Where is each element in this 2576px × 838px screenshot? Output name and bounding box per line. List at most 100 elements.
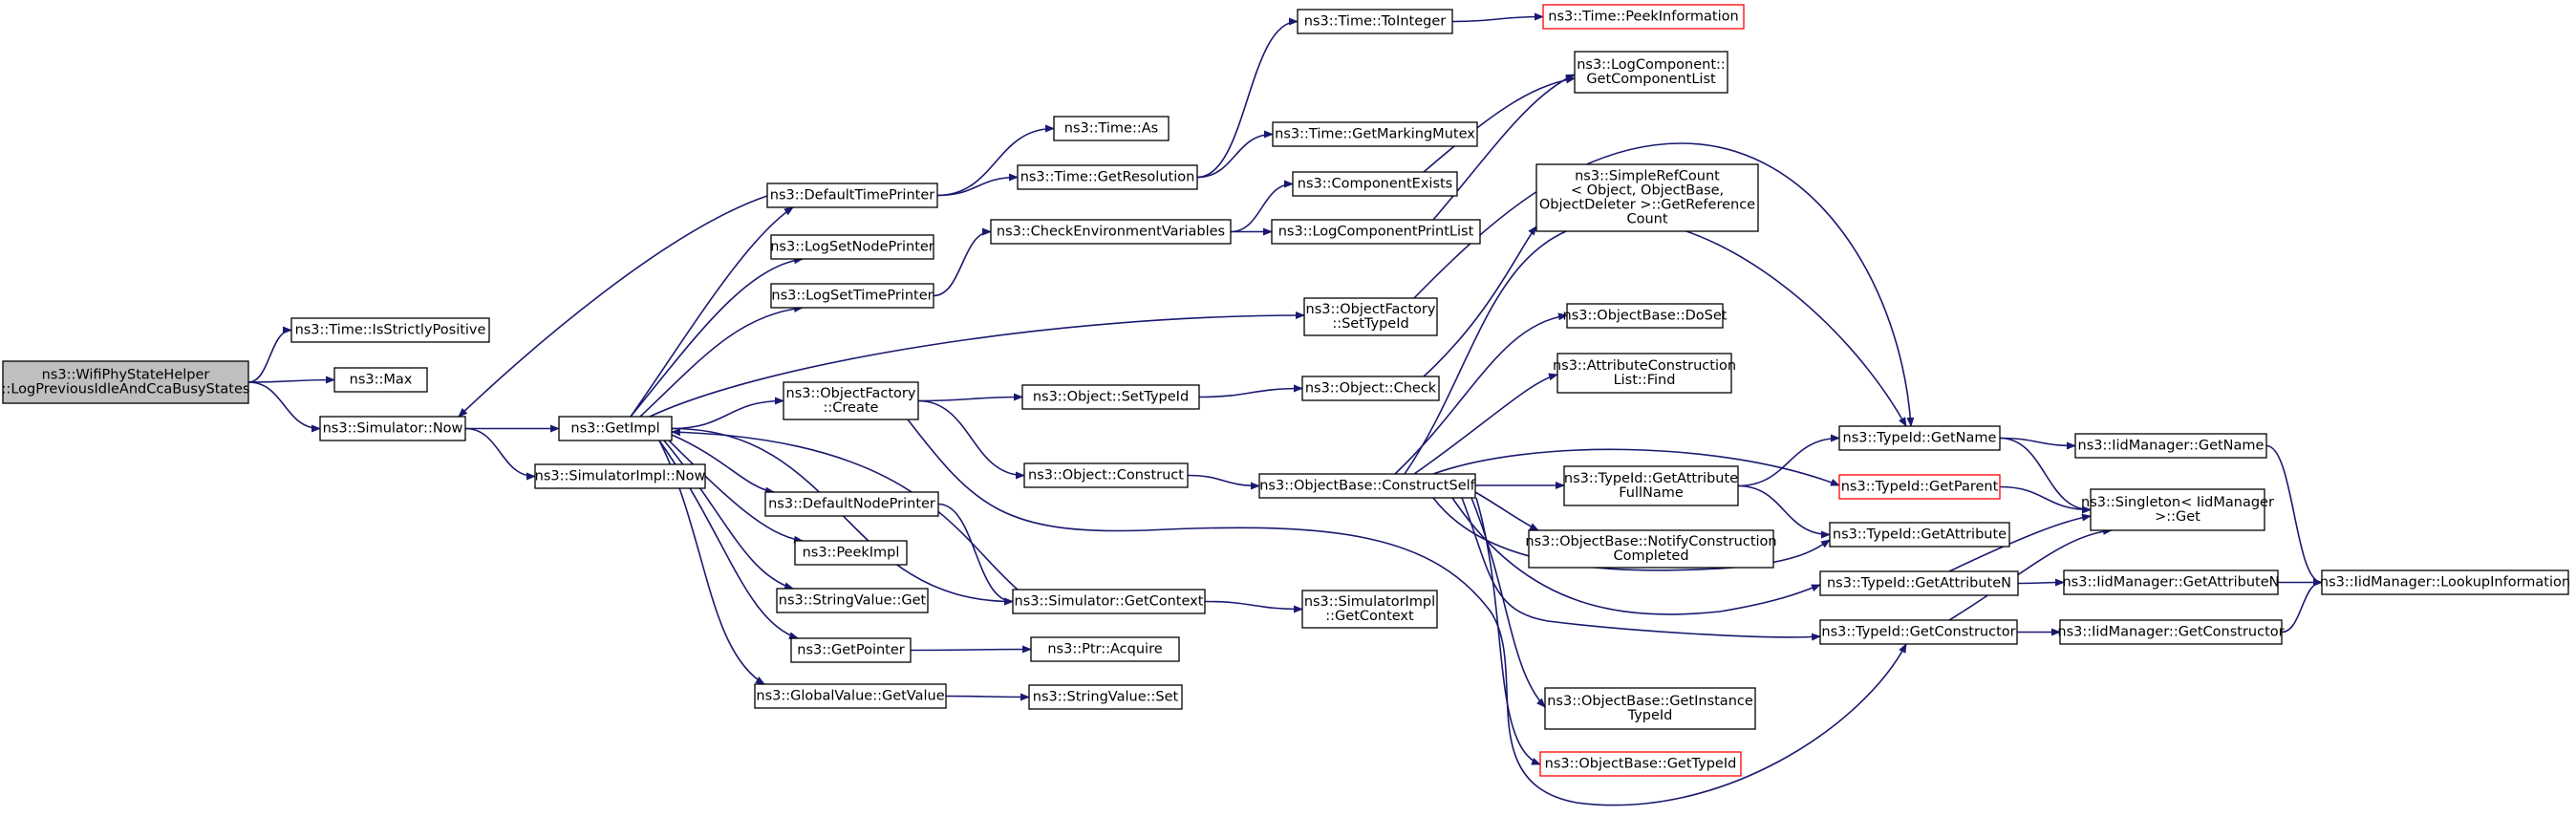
edge-globalvalueget-to-stringvalueset — [945, 693, 1030, 701]
node-objsettypeid[interactable]: ns3::Object::SetTypeId — [1021, 384, 1200, 410]
edge-objfactorycreate-to-objbaseconstructself — [907, 419, 1907, 806]
node-getpointer[interactable]: ns3::GetPointer — [790, 637, 912, 663]
node-box — [764, 491, 939, 517]
node-label: ::SetTypeId — [1332, 316, 1408, 332]
node-label: ns3::ObjectBase::NotifyConstruction — [1525, 534, 1776, 549]
node-objbasedoset[interactable]: ns3::ObjectBase::DoSet — [1563, 303, 1728, 329]
node-timeas[interactable]: ns3::Time::As — [1053, 116, 1170, 141]
node-logsettimeprinter[interactable]: ns3::LogSetTimePrinter — [770, 283, 934, 309]
node-defaulttimeprinter[interactable]: ns3::DefaultTimePrinter — [766, 183, 938, 208]
node-objbasegettypeid[interactable]: ns3::ObjectBase::GetTypeId — [1539, 751, 1742, 777]
node-label: ns3::Object::Construct — [1028, 468, 1184, 483]
node-getimpl[interactable]: ns3::GetImpl — [558, 416, 673, 441]
node-objconstruct[interactable]: ns3::Object::Construct — [1023, 462, 1189, 488]
node-label: ::Create — [824, 400, 879, 416]
edge-defaulttimeprinter-to-timeas — [936, 124, 1055, 197]
node-box — [1301, 590, 1438, 629]
node-objfactorysettypeid[interactable]: ns3::ObjectFactory::SetTypeId — [1303, 297, 1438, 336]
node-box — [1021, 384, 1200, 410]
node-objfactorycreate[interactable]: ns3::ObjectFactory::Create — [783, 381, 919, 420]
node-stringvalueset[interactable]: ns3::StringValue::Set — [1028, 684, 1183, 710]
node-iidgetconstructor[interactable]: ns3::IidManager::GetConstructor — [2057, 619, 2285, 645]
node-label: ns3::Ptr::Acquire — [1047, 642, 1162, 657]
node-ptracquire[interactable]: ns3::Ptr::Acquire — [1030, 636, 1180, 662]
node-label: FullName — [1619, 485, 1684, 501]
node-typeidgetname[interactable]: ns3::TypeId::GetName — [1838, 425, 2001, 451]
node-label: >::Get — [2155, 509, 2200, 525]
node-label: ns3::Simulator::Now — [323, 421, 463, 437]
node-box — [2, 360, 249, 404]
node-box — [1544, 687, 1756, 730]
node-label: ns3::SimpleRefCount — [1575, 169, 1720, 184]
node-logcompprintlist[interactable]: ns3::LogComponentPrintList — [1271, 219, 1481, 245]
node-root[interactable]: ns3::WifiPhyStateHelper::LogPreviousIdle… — [2, 360, 250, 404]
node-isstrictlypositive[interactable]: ns3::Time::IsStrictlyPositive — [290, 317, 490, 343]
node-peekimpl[interactable]: ns3::PeekImpl — [794, 540, 908, 566]
node-timegetmarking[interactable]: ns3::Time::GetMarkingMutex — [1272, 121, 1478, 147]
node-logsetnodeprinter[interactable]: ns3::LogSetNodePrinter — [770, 234, 934, 260]
node-timepeekinfo[interactable]: ns3::Time::PeekInformation — [1542, 4, 1745, 30]
node-typeidgetconstructor[interactable]: ns3::TypeId::GetConstructor — [1819, 619, 2018, 645]
node-label: ns3::LogSetTimePrinter — [771, 289, 933, 304]
node-box — [1539, 751, 1742, 777]
node-label: ns3::GlobalValue::GetValue — [756, 689, 944, 704]
node-singletonget[interactable]: ns3::Singleton< IidManager>::Get — [2081, 488, 2274, 531]
node-checkenv[interactable]: ns3::CheckEnvironmentVariables — [990, 219, 1232, 245]
node-box — [1303, 297, 1438, 336]
node-simimplgetcontext[interactable]: ns3::SimulatorImpl::GetContext — [1301, 590, 1438, 629]
node-label: ns3::Object::Check — [1305, 381, 1437, 397]
edge-simgetcontext-to-simimplgetcontext — [1204, 600, 1303, 613]
node-typeidgetattribute[interactable]: ns3::TypeId::GetAttribute — [1829, 522, 2010, 548]
node-box — [770, 283, 934, 309]
node-logcompgetlist[interactable]: ns3::LogComponent::GetComponentList — [1574, 51, 1728, 94]
node-simplerefcount[interactable]: ns3::SimpleRefCount< Object, ObjectBase,… — [1535, 163, 1759, 232]
node-simimplnow[interactable]: ns3::SimulatorImpl::Now — [534, 463, 706, 489]
node-label: ns3::ObjectBase::DoSet — [1563, 309, 1728, 324]
node-typeidgetparent[interactable]: ns3::TypeId::GetParent — [1838, 474, 2001, 500]
node-box — [776, 588, 929, 613]
node-label: ns3::CheckEnvironmentVariables — [997, 225, 1225, 240]
node-objbaseconstructself[interactable]: ns3::ObjectBase::ConstructSelf — [1258, 473, 1476, 499]
edge-objbaseconstructself-to-typeidgetattrn — [1451, 497, 1821, 615]
node-box — [2090, 488, 2265, 531]
node-label: ns3::IidManager::LookupInformation — [2320, 575, 2570, 591]
node-box — [1028, 684, 1183, 710]
node-box — [558, 416, 673, 441]
node-box — [1053, 116, 1170, 141]
edge-timegetres-to-timegetmarking — [1196, 130, 1274, 179]
node-objcheck[interactable]: ns3::Object::Check — [1301, 376, 1440, 401]
node-globalvalueget[interactable]: ns3::GlobalValue::GetValue — [754, 683, 947, 709]
node-label: ::LogPreviousIdleAndCcaBusyStates — [2, 382, 250, 398]
node-label: ns3::LogComponentPrintList — [1278, 225, 1474, 240]
edge-root-to-now — [247, 381, 321, 433]
edge-getpointer-to-ptracquire — [910, 645, 1032, 654]
node-iidgetattrn[interactable]: ns3::IidManager::GetAttributeN — [2062, 569, 2280, 595]
node-label: ns3::GetPointer — [797, 643, 905, 658]
edge-typeidgetattrn-to-singletonget — [1948, 513, 2092, 572]
node-box — [333, 367, 428, 393]
node-box — [290, 317, 490, 343]
edge-root-to-isstrictlypositive — [247, 326, 292, 383]
node-stringvalueget[interactable]: ns3::StringValue::Get — [776, 588, 929, 613]
node-now[interactable]: ns3::Simulator::Now — [319, 416, 466, 441]
node-label: ::GetContext — [1325, 609, 1414, 624]
node-max[interactable]: ns3::Max — [333, 367, 428, 393]
edge-objsettypeid-to-objcheck — [1198, 384, 1303, 398]
node-timegetres[interactable]: ns3::Time::GetResolution — [1017, 164, 1198, 190]
edge-checkenv-to-componentexists — [1230, 180, 1294, 233]
edge-componentexists-to-logcompgetlist — [1423, 75, 1576, 173]
node-componentexists[interactable]: ns3::ComponentExists — [1292, 171, 1458, 197]
node-iidgetname[interactable]: ns3::IidManager::GetName — [2074, 433, 2267, 459]
edge-timegetres-to-timetointeger — [1196, 17, 1299, 179]
node-timetointeger[interactable]: ns3::Time::ToInteger — [1297, 9, 1453, 34]
node-label: ns3::LogSetNodePrinter — [770, 240, 934, 255]
node-defaultnodeprinter[interactable]: ns3::DefaultNodePrinter — [764, 491, 939, 517]
node-objbasenotify[interactable]: ns3::ObjectBase::NotifyConstructionCompl… — [1525, 529, 1777, 569]
node-iidlookup[interactable]: ns3::IidManager::LookupInformation — [2320, 569, 2570, 595]
edge-getimpl-to-logsetnodeprinter — [630, 256, 804, 418]
node-typeidgetattrn[interactable]: ns3::TypeId::GetAttributeN — [1819, 570, 2019, 596]
node-simgetcontext[interactable]: ns3::Simulator::GetContext — [1012, 589, 1206, 614]
